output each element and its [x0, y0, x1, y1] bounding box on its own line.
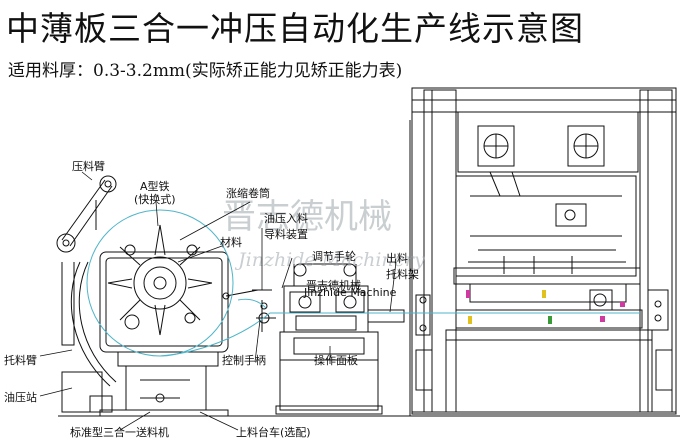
hydraulic-station — [61, 371, 103, 413]
leader-lines — [39, 171, 397, 431]
watermark-en: Jinzhide Machinery — [234, 249, 425, 271]
label-support-rack: 托料架 — [386, 267, 419, 281]
support-arm — [61, 261, 117, 387]
label-control-handle: 控制手柄 — [222, 353, 266, 367]
machine-plate-en: Jinzhide Machine — [303, 286, 397, 299]
label-hydraulic-station: 油压站 — [4, 390, 37, 404]
label-feed-in: 油压入料 — [264, 211, 308, 225]
label-exit-rack: 出料 — [386, 251, 408, 265]
label-adjust-handwheel: 调节手轮 — [312, 249, 356, 263]
label-loading-car: 上料台车(选配) — [236, 425, 311, 439]
press-machine — [411, 87, 677, 415]
feeder-machine — [222, 263, 431, 415]
material-coil — [86, 209, 640, 357]
watermark-cn: 晋志德机械 — [222, 197, 392, 237]
label-a-iron: A型铁 — [140, 179, 170, 193]
operation-panel — [293, 337, 365, 355]
a-iron — [107, 224, 213, 336]
label-a-iron-sub: (快换式) — [134, 192, 176, 206]
machine-plate: 晋志德机械 — [306, 278, 361, 292]
expand-drum — [133, 256, 187, 310]
label-expand-drum: 涨缩卷筒 — [226, 186, 270, 200]
label-standard-machine: 标准型三合一送料机 — [70, 425, 169, 439]
label-support-arm: 托料臂 — [4, 353, 37, 367]
label-material: 材料 — [220, 235, 242, 249]
label-press-arm: 压料臂 — [72, 159, 105, 173]
die-highlights — [466, 290, 625, 324]
label-operation-panel: 操作面板 — [314, 353, 358, 367]
press-arm — [56, 175, 117, 253]
label-guide: 导料装置 — [264, 227, 308, 241]
page-subtitle: 适用料厚：0.3-3.2mm(实际矫正能力见矫正能力表) — [8, 61, 403, 81]
uncoiler-base — [117, 351, 219, 367]
page-title: 中薄板三合一冲压自动化生产线示意图 — [6, 9, 584, 48]
